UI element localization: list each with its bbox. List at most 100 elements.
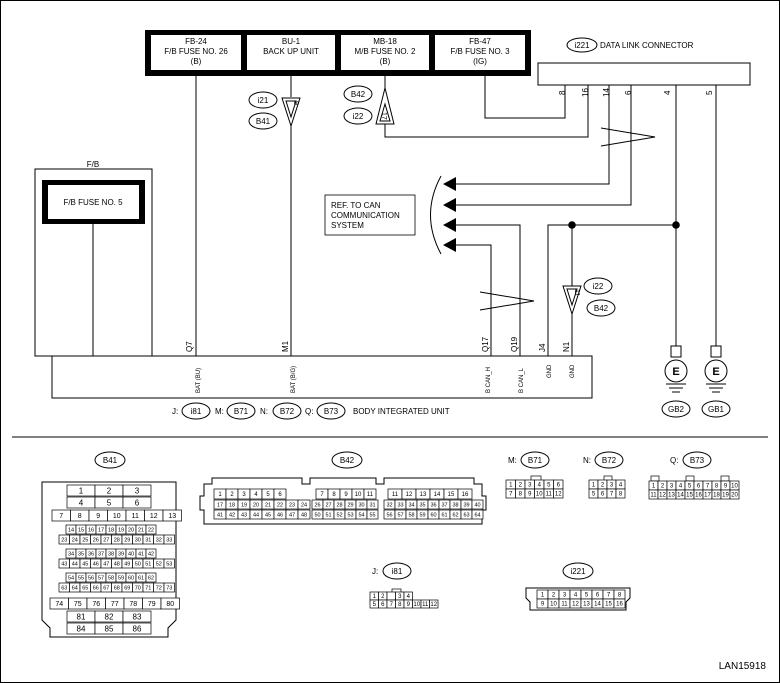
conn-ref-b42: B42 [351,90,366,99]
b73-label: B73 [690,456,705,465]
b41-pin-52: 52 [156,561,162,567]
b42-pin-38: 38 [452,502,458,508]
b41-pin-10: 10 [113,513,121,520]
b41-pin-73: 73 [166,585,172,591]
conn-ref-b41: B41 [256,117,271,126]
body-integrated-unit: Q7 BAT (BU) M1 BAT (B/G) Q17 B CAN_H Q19… [51,336,593,399]
b42-pin-32: 32 [386,502,392,508]
b42-pin-21: 21 [265,502,271,508]
i221-pin-10: 10 [550,602,557,608]
b41-pin-29: 29 [124,537,130,543]
b42-pin-26: 26 [314,502,320,508]
b42-pin-61: 61 [441,512,447,518]
b73-pin-14: 14 [677,493,684,499]
b42-pin-4: 4 [254,492,258,498]
b73-pin-13: 13 [668,493,675,499]
b41-pin-39: 39 [118,551,124,557]
dlc-pin-14: 14 [602,88,611,97]
biu-legend: J: i81 M: B71 N: B72 Q: B73 BODY INTEGRA… [172,402,450,420]
can-ref-line-1: REF. TO CAN [331,201,381,210]
b41-pin-60: 60 [128,575,134,581]
i81-pin-8: 8 [398,602,402,608]
b72-pin-2: 2 [601,483,605,489]
b41-pin-79: 79 [148,601,156,608]
b42-pin-15: 15 [448,492,455,498]
b41-pin-14: 14 [68,527,74,533]
biu-pin-q7: Q7 [185,341,194,352]
ground-gb2-ref: GB2 [668,405,685,414]
dlc-pin-5: 5 [705,90,714,95]
ground-gb1-ref: GB1 [708,405,725,414]
b71-pin-1: 1 [509,483,513,489]
diagram-code: LAN15918 [719,661,767,672]
i221-pin-13: 13 [583,602,590,608]
i81-pin-3: 3 [398,594,402,600]
b41-pin-22: 22 [148,527,154,533]
b42-pin-64: 64 [474,512,480,518]
b41-pin-61: 61 [138,575,144,581]
b41-label: B41 [103,456,118,465]
dlc-pin-8: 8 [558,90,567,95]
b42-pin-20: 20 [253,502,259,508]
i221-pin-8: 8 [618,593,622,599]
fuse-3-name: M/B FUSE NO. 2 [355,47,416,56]
i221-pin-1: 1 [541,593,545,599]
b42-pin-11: 11 [392,492,399,498]
b41-pin-7: 7 [59,513,63,520]
b41-pin-58: 58 [108,575,114,581]
b73-pin-7: 7 [706,484,710,490]
b42-pin-48: 48 [301,512,307,518]
b73-pin-11: 11 [650,493,657,499]
b42-pin-18: 18 [229,502,235,508]
b42-pin-39: 39 [463,502,469,508]
b72-key: N: [583,456,591,465]
biu-pin-n1: N1 [562,341,571,352]
b41-pin-12: 12 [150,513,158,520]
b42-pin-27: 27 [325,502,331,508]
b41-pin-84: 84 [77,624,86,633]
b71-pin-2: 2 [519,483,523,489]
fuse-2-name: BACK UP UNIT [263,47,319,56]
wires [92,76,717,356]
fuse-4-name: F/B FUSE NO. 3 [450,47,510,56]
b41-pin-18: 18 [108,527,114,533]
i81-pin-6: 6 [381,602,385,608]
b73-pin-15: 15 [686,493,693,499]
b42-pin-7: 7 [320,492,324,498]
conn-ref-i21: i21 [258,96,269,105]
b73-pin-4: 4 [679,484,683,490]
b41-pin-2: 2 [107,486,112,495]
b42-pin-36: 36 [430,502,436,508]
b41-pin-9: 9 [96,513,100,520]
b41-pin-15: 15 [78,527,84,533]
b73-pin-9: 9 [724,484,728,490]
dlc-pin-4: 4 [663,90,672,95]
fuse-1-note: (B) [191,57,202,66]
b72-pin-7: 7 [610,492,614,498]
b42-pin-37: 37 [441,502,447,508]
legend-q-key: Q: [305,407,313,416]
b42-pin-33: 33 [397,502,403,508]
fuse-1-id: FB-24 [185,37,207,46]
b42-pin-46: 46 [277,512,283,518]
b42-pin-14: 14 [434,492,441,498]
b42-pin-19: 19 [241,502,247,508]
b42-pin-56: 56 [386,512,392,518]
b71-pin-7: 7 [509,492,513,498]
conn-pin-9: 9 [292,101,299,105]
i221-pin-5: 5 [585,593,589,599]
b41-pin-4: 4 [79,498,84,507]
b42-pin-11: 11 [367,492,374,498]
b72-pin-1: 1 [592,483,596,489]
b41-pin-86: 86 [133,624,142,633]
b41-pin-5: 5 [107,498,112,507]
biu-pin-m1: M1 [281,340,290,352]
b42-pin-42: 42 [229,512,235,518]
b41-pin-28: 28 [114,537,120,543]
